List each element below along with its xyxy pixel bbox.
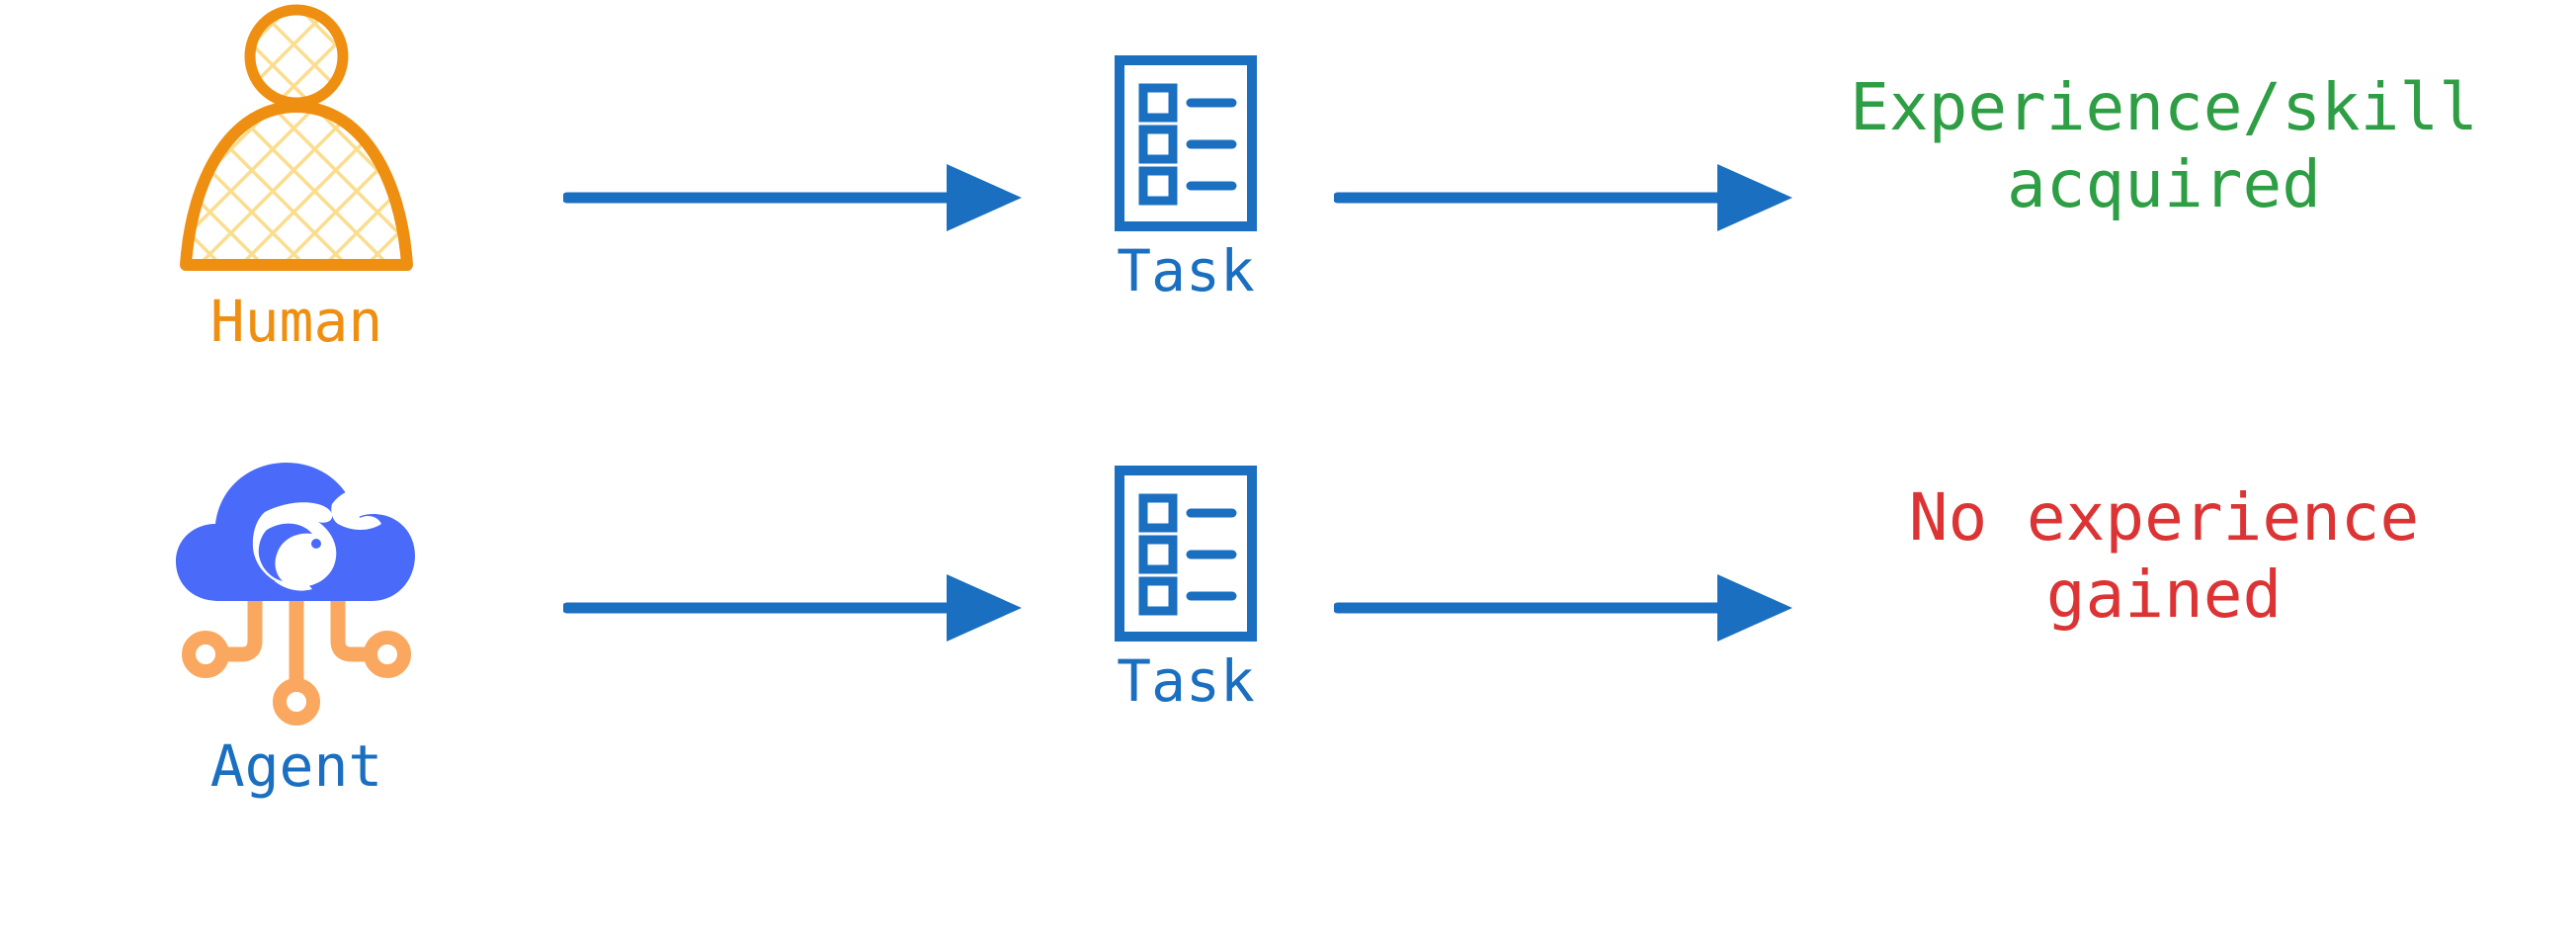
task-agent-row: Task — [1008, 465, 1364, 710]
actor-agent: Agent — [59, 435, 534, 795]
diagram-row-agent: Agent Task No experience g — [0, 435, 2576, 943]
arrow-task-to-outcome-human — [1334, 164, 1792, 231]
actor-human: Human — [59, 0, 534, 350]
task-label-agent-row: Task — [1117, 647, 1255, 715]
human-figure-icon — [180, 4, 413, 271]
outcome-human: Experience/skill acquired — [1850, 69, 2478, 222]
diagram-row-human: Human Task Experience/skil — [0, 0, 2576, 415]
task-label-human-row: Task — [1117, 237, 1255, 304]
actor-label-human: Human — [209, 288, 383, 355]
actor-label-agent: Agent — [209, 732, 383, 800]
task-checklist-icon — [1115, 466, 1257, 642]
arrow-human-to-task — [563, 164, 1022, 231]
arrow-agent-to-task — [563, 574, 1022, 642]
cloud-agent-whale-icon — [176, 463, 415, 726]
task-human-row: Task — [1008, 54, 1364, 300]
outcome-agent: No experience gained — [1908, 479, 2420, 633]
arrow-task-to-outcome-agent — [1334, 574, 1792, 642]
task-checklist-icon — [1115, 55, 1257, 231]
